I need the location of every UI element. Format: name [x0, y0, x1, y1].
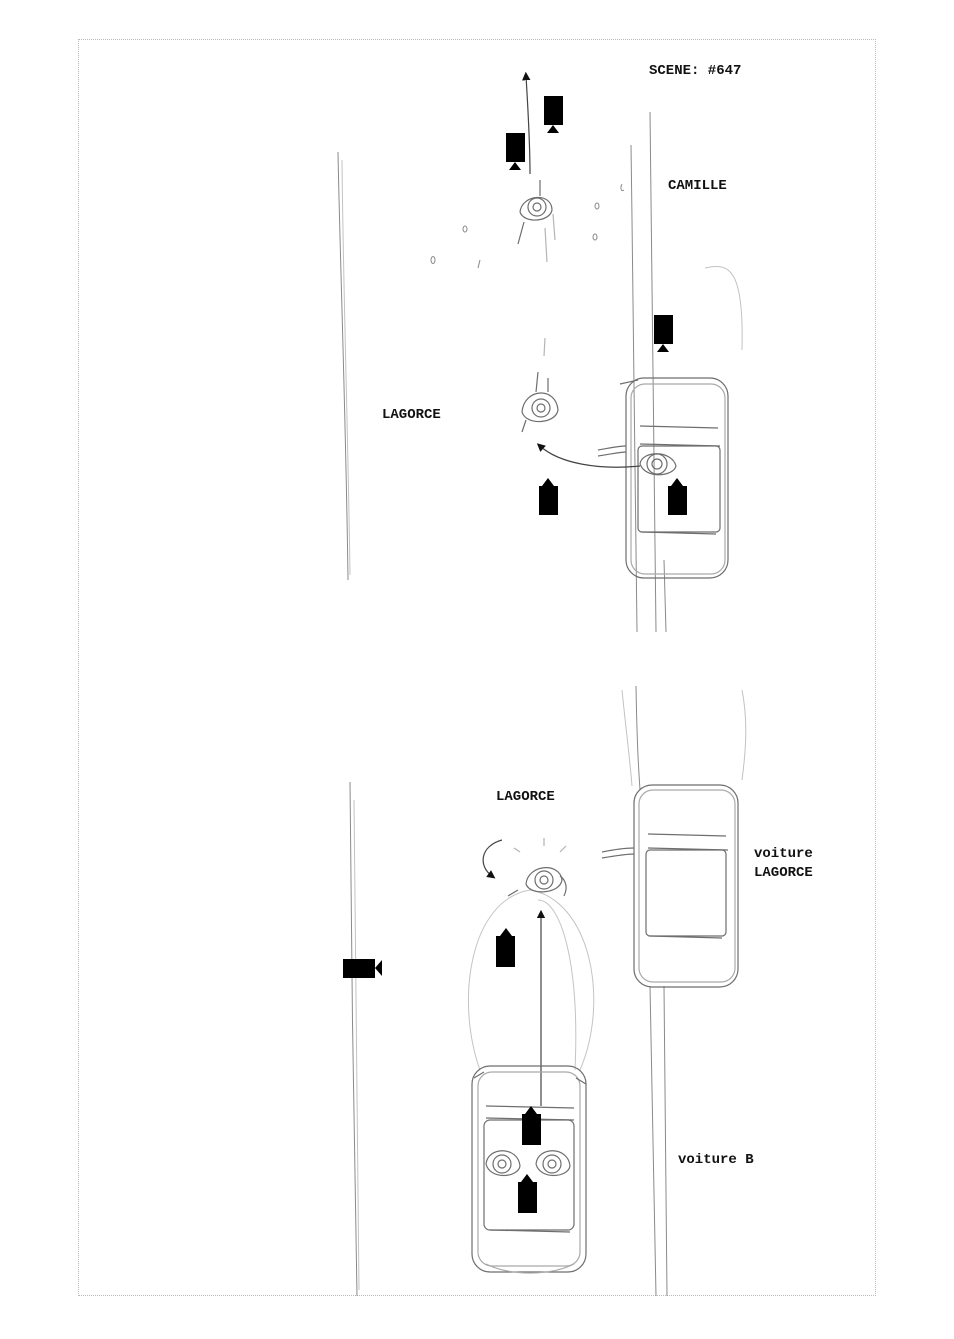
arrow-icon	[526, 76, 640, 467]
camera-icon	[518, 1174, 537, 1213]
camera-icon	[506, 133, 525, 170]
character-icon	[522, 338, 558, 432]
label-camille: CAMILLE	[668, 177, 727, 196]
camera-icon	[496, 928, 515, 967]
label-lagorce-top: LAGORCE	[382, 406, 441, 425]
camera-icon	[539, 478, 558, 515]
label-voiture-b: voiture B	[678, 1151, 754, 1170]
character-icon	[640, 454, 676, 475]
camera-icon	[668, 478, 687, 515]
camera-icon	[654, 315, 673, 352]
character-icon	[518, 180, 555, 262]
camera-icon	[522, 1106, 541, 1145]
character-icon	[536, 1151, 570, 1176]
curb-right-bottom	[622, 686, 746, 1296]
headlight-beams	[468, 890, 593, 1070]
character-icon	[486, 1151, 520, 1176]
scene-label: SCENE: #647	[649, 62, 741, 81]
label-lagorce-bottom: LAGORCE	[496, 788, 555, 807]
car-icon	[598, 378, 728, 578]
footstep-marks	[431, 184, 624, 268]
car-icon	[602, 785, 738, 987]
road-edge-left-bottom	[350, 782, 359, 1296]
camera-icon	[544, 96, 563, 133]
camera-icon	[343, 959, 382, 978]
label-voiture-lagorce-line2: LAGORCE	[754, 864, 813, 883]
road-edge-left-top	[338, 152, 350, 580]
label-voiture-lagorce-line1: voiture	[754, 845, 813, 864]
character-icon	[508, 838, 566, 896]
